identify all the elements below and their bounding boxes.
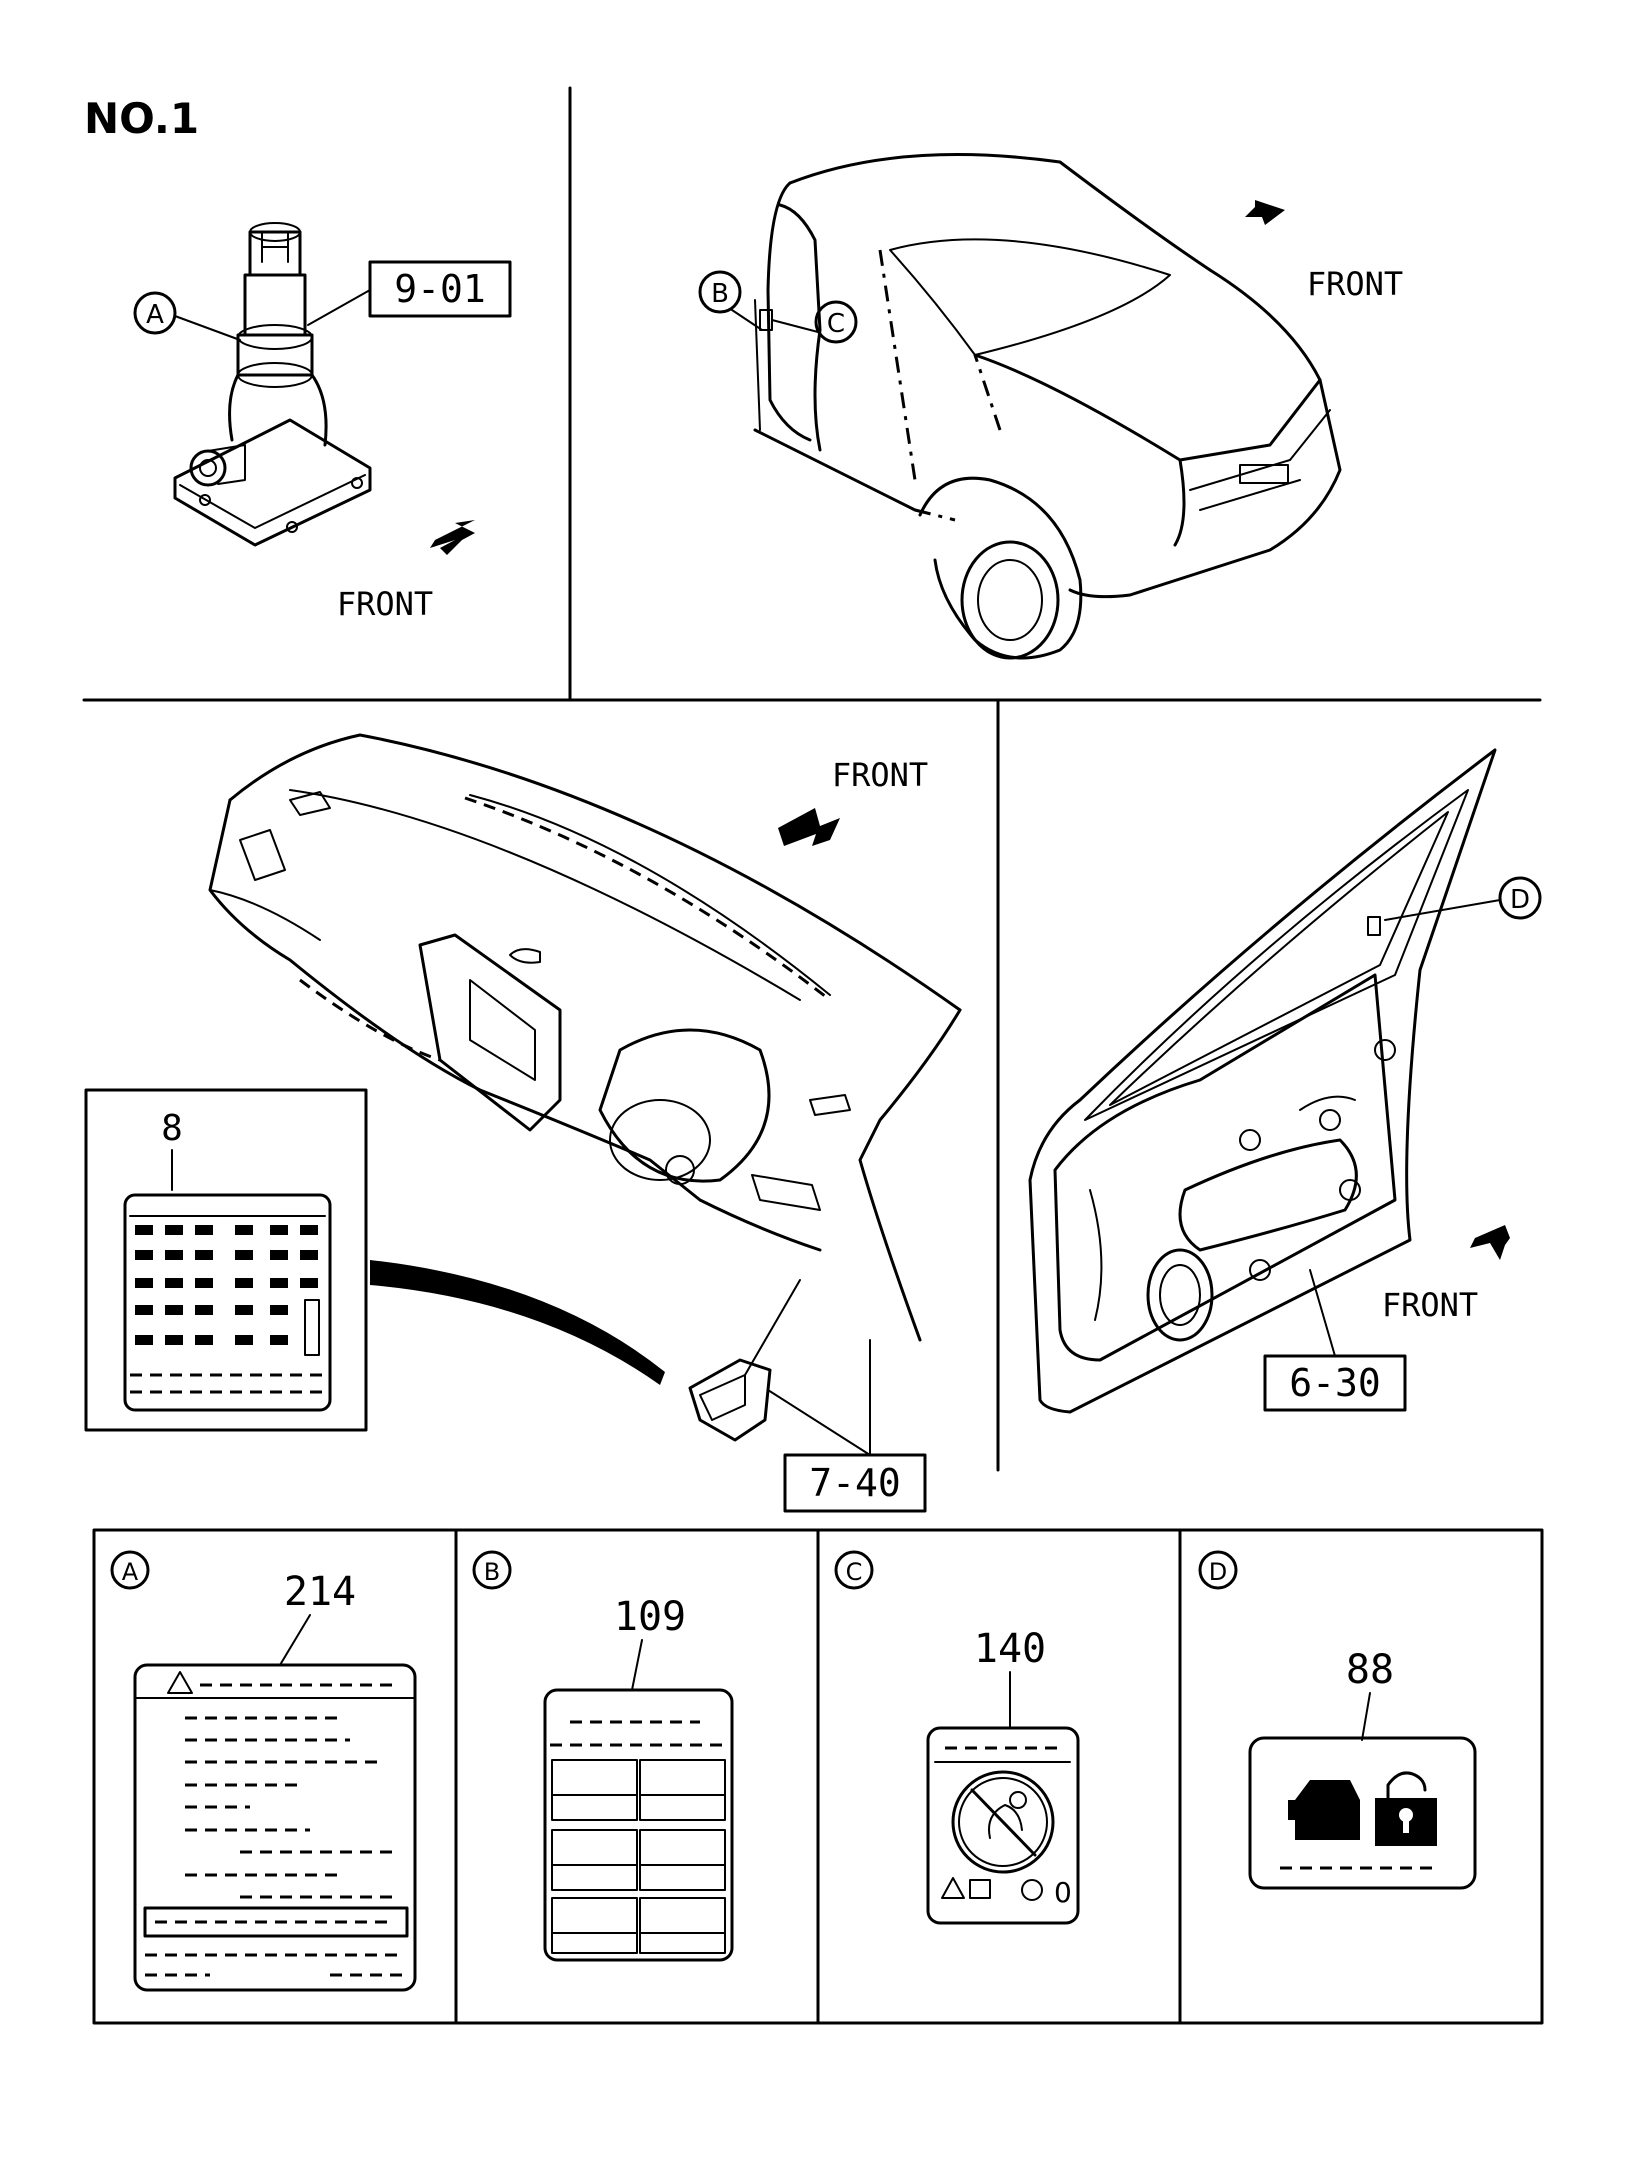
page-title: NO.1 — [84, 94, 199, 143]
fuse-label-number: 8 — [161, 1108, 183, 1149]
ref-box-fusebox — [783, 1453, 927, 1513]
label-c-text: 0 — [1054, 1876, 1072, 1909]
leader-door — [1309, 1269, 1336, 1357]
part-no-109: 109 — [614, 1594, 686, 1640]
fuse-inset-frame — [84, 1088, 368, 1432]
warning-label-illustration — [133, 1663, 417, 1992]
cell-b-key: B — [484, 1558, 500, 1586]
vehicle-illustration — [753, 153, 1342, 660]
airbag-label-illustration — [926, 1726, 1080, 1925]
callout-d-circle — [1498, 876, 1542, 920]
leader-c — [771, 319, 819, 333]
dashboard-illustration — [208, 733, 962, 1456]
leader-214 — [279, 1614, 311, 1666]
leader-109 — [631, 1639, 643, 1691]
cell-a-key: A — [122, 1558, 139, 1586]
leader-d — [1384, 899, 1501, 921]
part-no-88: 88 — [1346, 1647, 1394, 1693]
ref-jack: 9-01 — [394, 267, 486, 311]
door-illustration — [1028, 748, 1497, 1414]
front-arrow-4 — [1470, 1225, 1510, 1260]
leader-a — [174, 315, 241, 341]
child-lock-label-illustration — [1248, 1736, 1477, 1890]
jack-illustration — [173, 222, 372, 547]
ref-fusebox: 7-40 — [809, 1461, 901, 1505]
callout-b: B — [711, 279, 729, 309]
callout-b-circle — [698, 270, 742, 314]
part-no-214: 214 — [284, 1569, 356, 1615]
ref-door: 6-30 — [1289, 1361, 1381, 1405]
cell-c-key: C — [846, 1558, 863, 1586]
front-label-4: FRONT — [1382, 1286, 1478, 1324]
front-arrow-3 — [778, 808, 840, 846]
fuse-label-illustration — [123, 1193, 332, 1412]
callout-a-circle — [133, 291, 177, 335]
front-label-2: FRONT — [1307, 265, 1403, 303]
cell-c-circle — [834, 1550, 874, 1590]
front-label-3: FRONT — [832, 756, 928, 794]
labels-table — [92, 1528, 1544, 2025]
cell-d-key: D — [1209, 1558, 1227, 1586]
cell-a-circle — [110, 1550, 150, 1590]
callout-c: C — [827, 309, 845, 339]
cell-d-circle — [1198, 1550, 1238, 1590]
front-arrow-2 — [1245, 200, 1285, 225]
leader-jack — [307, 289, 371, 326]
front-label-1: FRONT — [337, 585, 433, 623]
info-label-illustration — [543, 1688, 734, 1962]
leader-88 — [1361, 1692, 1371, 1741]
callout-a: A — [146, 300, 164, 330]
part-no-140: 140 — [974, 1626, 1046, 1672]
callout-d: D — [1510, 885, 1530, 915]
cell-b-circle — [472, 1550, 512, 1590]
callout-c-circle — [814, 300, 858, 344]
leader-b — [731, 309, 763, 331]
front-arrow-1 — [430, 520, 475, 555]
